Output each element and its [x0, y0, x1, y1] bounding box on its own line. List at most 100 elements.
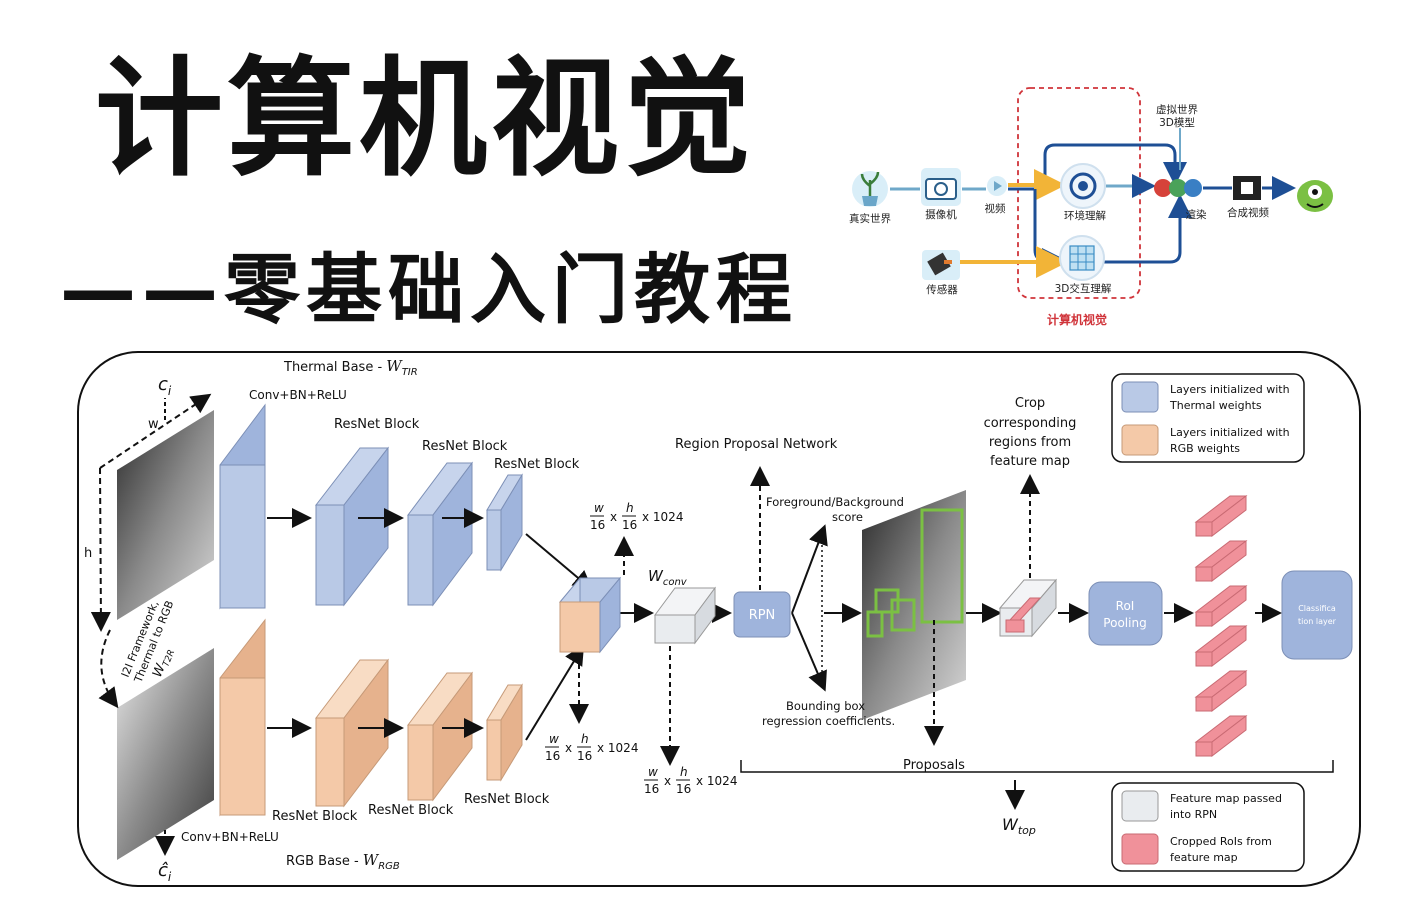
crop-label-line3: regions from: [989, 435, 1071, 450]
crop-feature-block: [998, 578, 1058, 638]
dim-h-label: h: [84, 546, 92, 561]
rgb-base-label: RGB Base - WRGB: [286, 851, 400, 872]
w-conv-label: Wconv: [648, 567, 688, 588]
rgb-resnet-block-1: [314, 658, 390, 808]
svg-text:x 1024: x 1024: [642, 510, 683, 524]
resnet-bottom-label-2: ResNet Block: [368, 803, 454, 818]
i2i-weight-label: WT2R: [150, 646, 177, 681]
roi-label-line1: RoI: [1116, 599, 1135, 613]
legend-roi-line1: Cropped RoIs from: [1170, 835, 1272, 848]
rgb-conv-block: [219, 618, 266, 817]
i2i-label-line2: Thermal to RGB: [131, 599, 176, 686]
rpn-title-label: Region Proposal Network: [675, 437, 838, 452]
svg-text:h: h: [581, 732, 589, 746]
proposals-bracket: [740, 760, 1334, 773]
conv-top-label: Conv+BN+ReLU: [249, 388, 347, 402]
resnet-bottom-label-1: ResNet Block: [272, 809, 358, 824]
svg-text:w: w: [549, 732, 559, 746]
conv-bottom-label: Conv+BN+ReLU: [181, 830, 279, 844]
crop-label-line4: feature map: [990, 454, 1070, 469]
label-composite-video: 合成视频: [1227, 206, 1269, 219]
thermal-resnet-block-1: [314, 446, 390, 607]
cropped-roi-stack: [1194, 494, 1248, 758]
legend-top: [1111, 373, 1305, 463]
thermal-input-image: [117, 410, 214, 620]
legend-feature-line1: Feature map passed: [1170, 792, 1282, 805]
label-video: 视频: [985, 202, 1006, 215]
dim-w-label: w: [148, 417, 159, 432]
legend-rgb-line1: Layers initialized with: [1170, 426, 1290, 439]
label-real-world: 真实世界: [849, 212, 891, 225]
roi-pooling-block: [1088, 581, 1163, 646]
concat-feature-block: [558, 576, 622, 654]
svg-text:16: 16: [577, 749, 592, 763]
render-icon: [1154, 179, 1202, 197]
label-camera: 摄像机: [925, 208, 957, 221]
legend-rgb-line2: RGB weights: [1170, 442, 1240, 455]
legend-feature-line2: into RPN: [1170, 808, 1217, 821]
label-cv-box: 计算机视觉: [1047, 312, 1107, 327]
label-virtual-world: 虚拟世界: [1156, 103, 1198, 116]
resnet-top-label-2: ResNet Block: [422, 439, 508, 454]
rgb-resnet-block-2: [407, 671, 473, 802]
legend-thermal-line1: Layers initialized with: [1170, 383, 1290, 396]
page-title: 计算机视觉: [95, 44, 756, 194]
resnet-bottom-label-3: ResNet Block: [464, 792, 550, 807]
dim-label-rgb-branch: w 16 x h 16 x 1024: [545, 732, 638, 763]
camera-icon: [921, 168, 961, 206]
film-icon: [1233, 176, 1261, 200]
cls-label-line2: tion layer: [1298, 617, 1337, 626]
sensor-icon: [922, 250, 960, 280]
bbox-label-line1: Bounding box: [786, 699, 865, 713]
legend-roi-line2: feature map: [1170, 851, 1238, 864]
proposals-label: Proposals: [903, 758, 965, 773]
bbox-label-line2: regression coefficients.: [762, 714, 895, 728]
ci-label: ci: [158, 374, 172, 398]
svg-text:16: 16: [644, 782, 659, 796]
thermal-conv-block: [219, 403, 266, 610]
legend-swatch-cropped-roi: [1121, 833, 1159, 865]
rgb-input-image: [117, 648, 214, 860]
svg-text:w: w: [594, 501, 604, 515]
label-env-understanding: 环境理解: [1064, 209, 1106, 222]
rpn-label: RPN: [749, 608, 776, 623]
rgb-resnet-block-3: [486, 683, 523, 782]
svg-text:16: 16: [676, 782, 691, 796]
w-top-label: Wtop: [1002, 815, 1036, 837]
rpn-block: [733, 591, 791, 638]
label-sensor: 传感器: [926, 283, 958, 296]
3d-grid-icon: [1059, 235, 1105, 281]
thermal-resnet-block-2: [407, 461, 473, 607]
svg-text:16: 16: [622, 518, 637, 532]
svg-text:w: w: [648, 765, 658, 779]
legend-swatch-feature-map: [1121, 790, 1159, 822]
svg-text:16: 16: [545, 749, 560, 763]
label-3d-model: 3D模型: [1159, 116, 1195, 129]
dim-label-thermal-branch: w 16 x h 16 x 1024: [590, 501, 683, 532]
ci-hat-label: ĉi: [158, 860, 172, 884]
svg-text:x 1024: x 1024: [696, 774, 737, 788]
svg-text:x: x: [610, 510, 617, 524]
crop-label-line2: corresponding: [984, 416, 1077, 431]
svg-text:h: h: [680, 765, 688, 779]
fg-bg-label-line1: Foreground/Background: [766, 495, 904, 509]
proposal-image: [862, 490, 966, 720]
crop-label-line1: Crop: [1015, 396, 1045, 411]
svg-text:h: h: [626, 501, 634, 515]
svg-text:x: x: [664, 774, 671, 788]
i2i-label-line1: I2I Framework,: [119, 599, 162, 679]
resnet-top-label-1: ResNet Block: [334, 417, 420, 432]
legend-swatch-rgb: [1121, 424, 1159, 456]
fg-bg-label-line2: score: [832, 510, 863, 524]
legend-thermal-line2: Thermal weights: [1169, 399, 1262, 412]
environment-icon: [1060, 163, 1106, 209]
page-subtitle: ——零基础入门教程: [60, 245, 798, 334]
proposal-boxes: [866, 508, 964, 638]
svg-text:x: x: [565, 741, 572, 755]
label-3d-interaction: 3D交互理解: [1055, 282, 1112, 295]
architecture-frame: [77, 351, 1361, 887]
label-render: 渲染: [1186, 208, 1208, 221]
monster-icon: [1297, 180, 1333, 212]
svg-text:16: 16: [590, 518, 605, 532]
thermal-resnet-block-3: [486, 473, 523, 572]
